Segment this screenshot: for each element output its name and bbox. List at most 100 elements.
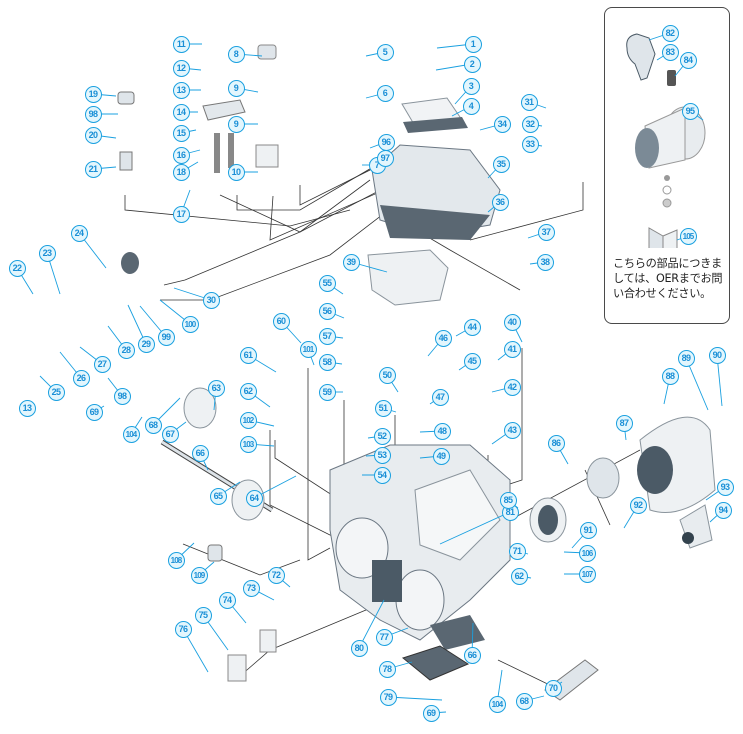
part-label-61[interactable]: 61 <box>239 346 257 364</box>
part-label-80[interactable]: 80 <box>350 639 368 657</box>
part-label-105[interactable]: 105 <box>679 227 697 245</box>
part-label-2[interactable]: 2 <box>463 55 481 73</box>
part-label-19[interactable]: 19 <box>84 85 102 103</box>
part-label-68[interactable]: 68 <box>515 692 533 710</box>
part-label-39[interactable]: 39 <box>342 253 360 271</box>
part-label-100[interactable]: 100 <box>181 315 199 333</box>
part-label-97[interactable]: 97 <box>376 149 394 167</box>
part-label-58[interactable]: 58 <box>318 353 336 371</box>
part-label-92[interactable]: 92 <box>629 496 647 514</box>
part-label-50[interactable]: 50 <box>378 366 396 384</box>
part-label-96[interactable]: 96 <box>377 133 395 151</box>
part-label-45[interactable]: 45 <box>463 352 481 370</box>
part-label-69[interactable]: 69 <box>422 704 440 722</box>
part-label-86[interactable]: 86 <box>547 434 565 452</box>
part-label-48[interactable]: 48 <box>433 422 451 440</box>
part-label-6[interactable]: 6 <box>376 84 394 102</box>
part-label-101[interactable]: 101 <box>299 340 317 358</box>
part-label-11[interactable]: 11 <box>172 35 190 53</box>
part-label-36[interactable]: 36 <box>491 193 509 211</box>
part-label-98[interactable]: 98 <box>113 387 131 405</box>
part-label-35[interactable]: 35 <box>492 155 510 173</box>
part-label-65[interactable]: 65 <box>209 487 227 505</box>
part-label-91[interactable]: 91 <box>579 521 597 539</box>
part-label-84[interactable]: 84 <box>679 51 697 69</box>
part-label-66[interactable]: 66 <box>463 646 481 664</box>
part-label-37[interactable]: 37 <box>537 223 555 241</box>
part-label-9[interactable]: 9 <box>227 115 245 133</box>
part-label-46[interactable]: 46 <box>434 329 452 347</box>
part-label-10[interactable]: 10 <box>227 163 245 181</box>
part-label-104[interactable]: 104 <box>122 425 140 443</box>
part-label-13[interactable]: 13 <box>18 399 36 417</box>
part-label-28[interactable]: 28 <box>117 341 135 359</box>
part-label-18[interactable]: 18 <box>172 163 190 181</box>
part-label-103[interactable]: 103 <box>239 435 257 453</box>
part-label-87[interactable]: 87 <box>615 414 633 432</box>
part-label-9[interactable]: 9 <box>227 79 245 97</box>
part-label-13[interactable]: 13 <box>172 81 190 99</box>
part-label-88[interactable]: 88 <box>661 367 679 385</box>
part-label-52[interactable]: 52 <box>373 427 391 445</box>
part-label-23[interactable]: 23 <box>38 244 56 262</box>
part-label-54[interactable]: 54 <box>373 466 391 484</box>
part-label-73[interactable]: 73 <box>242 579 260 597</box>
part-label-57[interactable]: 57 <box>318 327 336 345</box>
part-label-32[interactable]: 32 <box>521 115 539 133</box>
part-label-12[interactable]: 12 <box>172 59 190 77</box>
part-label-8[interactable]: 8 <box>227 45 245 63</box>
part-label-99[interactable]: 99 <box>157 328 175 346</box>
part-label-102[interactable]: 102 <box>239 411 257 429</box>
part-label-24[interactable]: 24 <box>70 224 88 242</box>
part-label-40[interactable]: 40 <box>503 313 521 331</box>
part-label-72[interactable]: 72 <box>267 566 285 584</box>
part-label-66[interactable]: 66 <box>191 444 209 462</box>
part-label-49[interactable]: 49 <box>432 447 450 465</box>
part-label-79[interactable]: 79 <box>379 688 397 706</box>
part-label-22[interactable]: 22 <box>8 259 26 277</box>
part-label-74[interactable]: 74 <box>218 591 236 609</box>
part-label-94[interactable]: 94 <box>714 501 732 519</box>
part-label-106[interactable]: 106 <box>578 544 596 562</box>
part-label-26[interactable]: 26 <box>72 369 90 387</box>
part-label-5[interactable]: 5 <box>376 43 394 61</box>
part-label-31[interactable]: 31 <box>520 93 538 111</box>
part-label-38[interactable]: 38 <box>536 253 554 271</box>
part-label-14[interactable]: 14 <box>172 103 190 121</box>
part-label-55[interactable]: 55 <box>318 274 336 292</box>
part-label-17[interactable]: 17 <box>172 205 190 223</box>
part-label-75[interactable]: 75 <box>194 606 212 624</box>
part-label-71[interactable]: 71 <box>508 542 526 560</box>
part-label-44[interactable]: 44 <box>463 318 481 336</box>
part-label-27[interactable]: 27 <box>93 355 111 373</box>
part-label-59[interactable]: 59 <box>318 383 336 401</box>
part-label-107[interactable]: 107 <box>578 565 596 583</box>
part-label-1[interactable]: 1 <box>464 35 482 53</box>
part-label-89[interactable]: 89 <box>677 349 695 367</box>
part-label-42[interactable]: 42 <box>503 378 521 396</box>
part-label-104[interactable]: 104 <box>488 695 506 713</box>
part-label-20[interactable]: 20 <box>84 126 102 144</box>
part-label-67[interactable]: 67 <box>161 425 179 443</box>
part-label-51[interactable]: 51 <box>374 399 392 417</box>
part-label-77[interactable]: 77 <box>375 628 393 646</box>
part-label-98[interactable]: 98 <box>84 105 102 123</box>
part-label-53[interactable]: 53 <box>373 446 391 464</box>
part-label-62[interactable]: 62 <box>510 567 528 585</box>
part-label-25[interactable]: 25 <box>47 383 65 401</box>
part-label-76[interactable]: 76 <box>174 620 192 638</box>
part-label-30[interactable]: 30 <box>202 291 220 309</box>
part-label-95[interactable]: 95 <box>681 102 699 120</box>
part-label-83[interactable]: 83 <box>661 43 679 61</box>
part-label-47[interactable]: 47 <box>431 388 449 406</box>
part-label-60[interactable]: 60 <box>272 312 290 330</box>
part-label-4[interactable]: 4 <box>462 97 480 115</box>
part-label-64[interactable]: 64 <box>245 489 263 507</box>
part-label-41[interactable]: 41 <box>503 340 521 358</box>
part-label-63[interactable]: 63 <box>207 379 225 397</box>
part-label-85[interactable]: 85 <box>499 491 517 509</box>
part-label-62[interactable]: 62 <box>239 382 257 400</box>
part-label-34[interactable]: 34 <box>493 115 511 133</box>
part-label-33[interactable]: 33 <box>521 135 539 153</box>
part-label-93[interactable]: 93 <box>716 478 734 496</box>
